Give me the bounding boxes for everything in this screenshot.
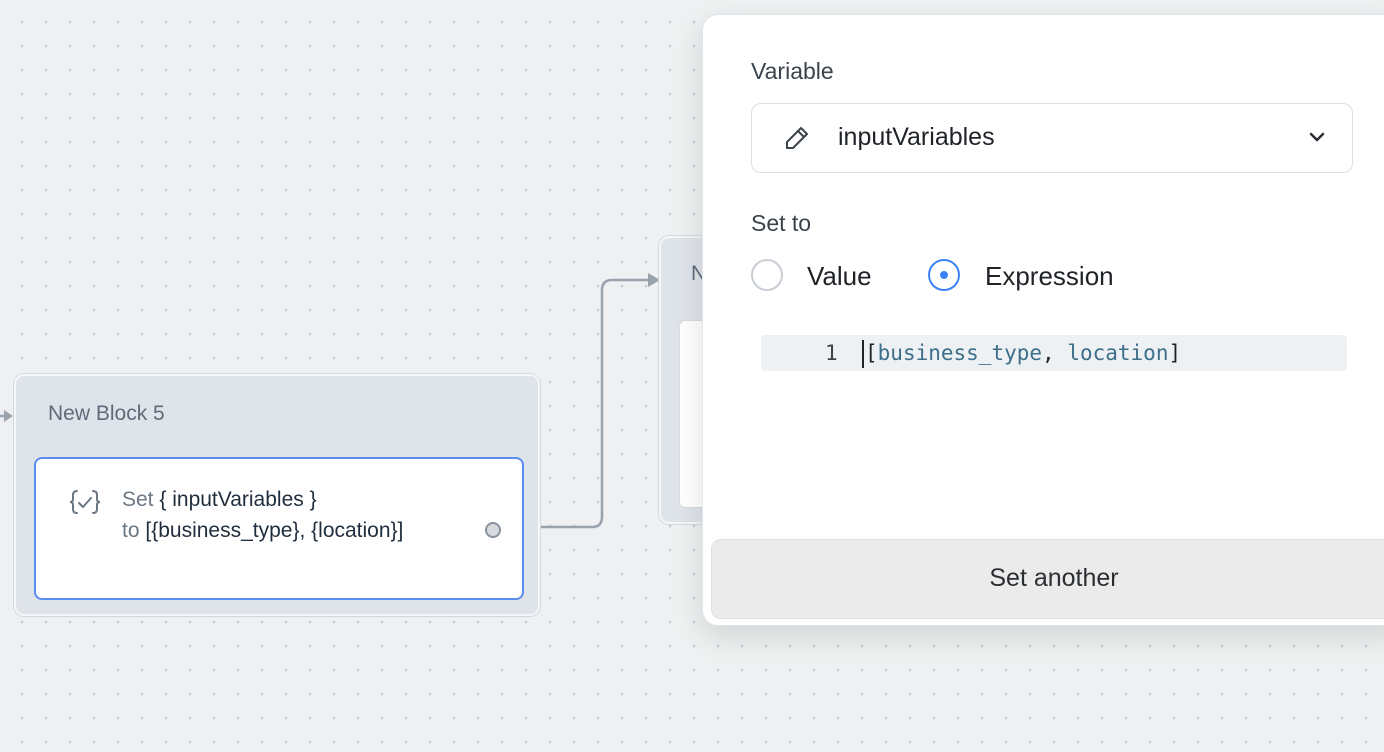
expression-code-editor[interactable]: 1 [business_type, location]: [761, 335, 1347, 371]
expression-radio-label[interactable]: Expression: [985, 261, 1114, 291]
set-another-button[interactable]: Set another: [711, 539, 1384, 619]
code-identifier: location: [1067, 341, 1169, 365]
variable-braces-icon: [69, 490, 101, 514]
expression-radio[interactable]: [928, 259, 960, 291]
chevron-down-icon[interactable]: [1308, 128, 1326, 146]
line-number: 1: [825, 341, 838, 365]
expression-value: [{business_type}, {location}]: [145, 519, 404, 542]
set-to-label: Set to: [751, 210, 812, 236]
variable-select-value: inputVariables: [838, 123, 995, 151]
card-summary: Set { inputVariables } to [{business_typ…: [122, 484, 462, 546]
code-line[interactable]: [business_type, location]: [865, 341, 1181, 365]
set-variable-settings-panel: Variable inputVariables Set to Value Exp…: [702, 14, 1384, 626]
block-title[interactable]: New Block 5: [48, 402, 165, 425]
flow-block[interactable]: New Block 5 Set { inputVariables } to [{…: [14, 374, 540, 616]
variable-select[interactable]: inputVariables: [751, 103, 1353, 173]
set-variable-card[interactable]: Set { inputVariables } to [{business_typ…: [34, 457, 524, 600]
value-radio-label[interactable]: Value: [807, 261, 872, 291]
to-keyword: to: [122, 519, 140, 542]
variable-name: { inputVariables }: [159, 488, 317, 511]
code-identifier: business_type: [877, 341, 1043, 365]
set-another-label: Set another: [989, 564, 1119, 592]
close-bracket: ]: [1168, 341, 1182, 365]
set-keyword: Set: [122, 488, 154, 511]
open-bracket: [: [865, 341, 878, 365]
text-caret: [862, 340, 864, 368]
comma: ,: [1042, 341, 1068, 365]
pencil-icon: [786, 127, 808, 149]
value-radio[interactable]: [751, 259, 783, 291]
variable-label: Variable: [751, 58, 834, 84]
output-port[interactable]: [485, 522, 501, 538]
